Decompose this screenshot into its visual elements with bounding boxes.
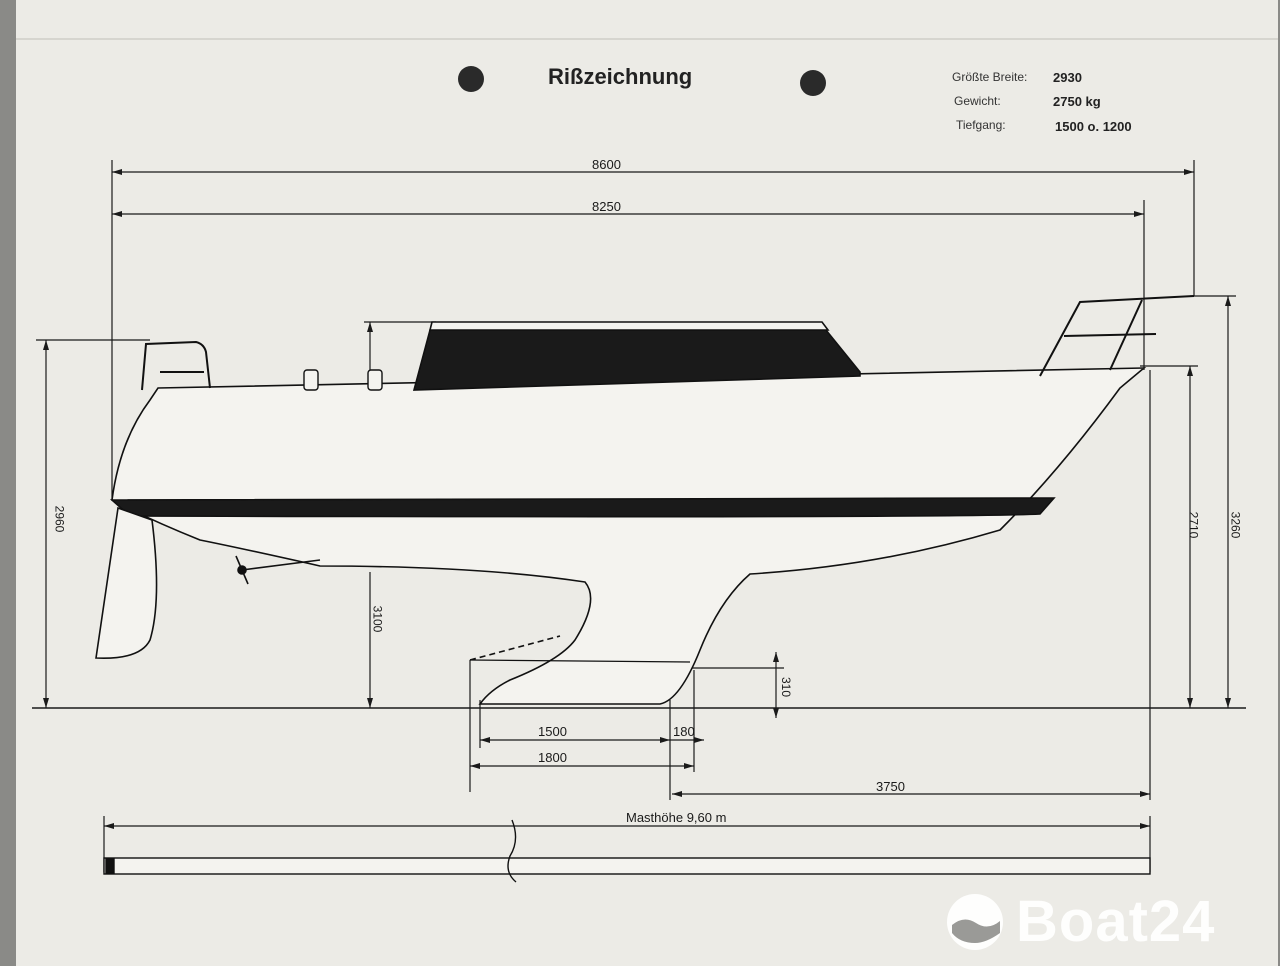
shallow-keel-outline xyxy=(469,635,561,661)
bow-pulpit-stanchion xyxy=(1109,299,1143,371)
label-180: 180 xyxy=(673,724,695,739)
mast-bar xyxy=(103,819,1151,883)
bow-pulpit-rail xyxy=(1063,333,1157,337)
label-8250: 8250 xyxy=(592,199,621,214)
spec-label-draft: Tiefgang: xyxy=(956,118,1006,132)
punch-hole-left xyxy=(458,66,484,92)
keel-step-line xyxy=(469,659,691,663)
spec-label-weight: Gewicht: xyxy=(954,94,1001,108)
cabin-roof xyxy=(428,321,830,331)
winch-left xyxy=(303,369,319,391)
cabin-window-band xyxy=(412,329,861,391)
watermark-text: Boat24 xyxy=(1016,889,1216,954)
boot-stripe xyxy=(109,497,1056,518)
arrow-heads xyxy=(43,169,1231,829)
spec-value-weight: 2750 kg xyxy=(1053,94,1101,109)
boat24-watermark: Boat24 xyxy=(946,888,1215,955)
label-310: 310 xyxy=(779,676,794,698)
label-2710: 2710 xyxy=(1186,511,1201,539)
hull-outline xyxy=(111,367,1147,705)
label-8600: 8600 xyxy=(592,157,621,172)
spec-value-draft: 1500 o. 1200 xyxy=(1055,119,1132,134)
pulpits xyxy=(141,295,1195,391)
hull-group xyxy=(95,321,1147,705)
spec-label-width: Größte Breite: xyxy=(952,70,1028,84)
label-3100: 3100 xyxy=(370,605,385,633)
paper-fold xyxy=(16,38,1278,40)
spec-value-width: 2930 xyxy=(1053,70,1082,85)
rudder xyxy=(95,506,158,659)
label-3260: 3260 xyxy=(1228,511,1243,539)
bow-pulpit xyxy=(1039,295,1195,377)
winch-right xyxy=(367,369,383,391)
label-1800: 1800 xyxy=(538,750,567,765)
label-3750: 3750 xyxy=(876,779,905,794)
label-mast-height: Masthöhe 9,60 m xyxy=(626,810,727,825)
label-2960: 2960 xyxy=(52,505,67,533)
stern-pulpit xyxy=(141,340,211,391)
label-1500: 1500 xyxy=(538,724,567,739)
winches xyxy=(303,369,383,391)
drawing-title: Rißzeichnung xyxy=(548,64,693,89)
propeller-icon xyxy=(235,555,321,585)
boat24-logo-icon xyxy=(947,893,1003,950)
mast-break-symbol xyxy=(507,819,517,883)
punch-hole-right xyxy=(800,70,826,96)
